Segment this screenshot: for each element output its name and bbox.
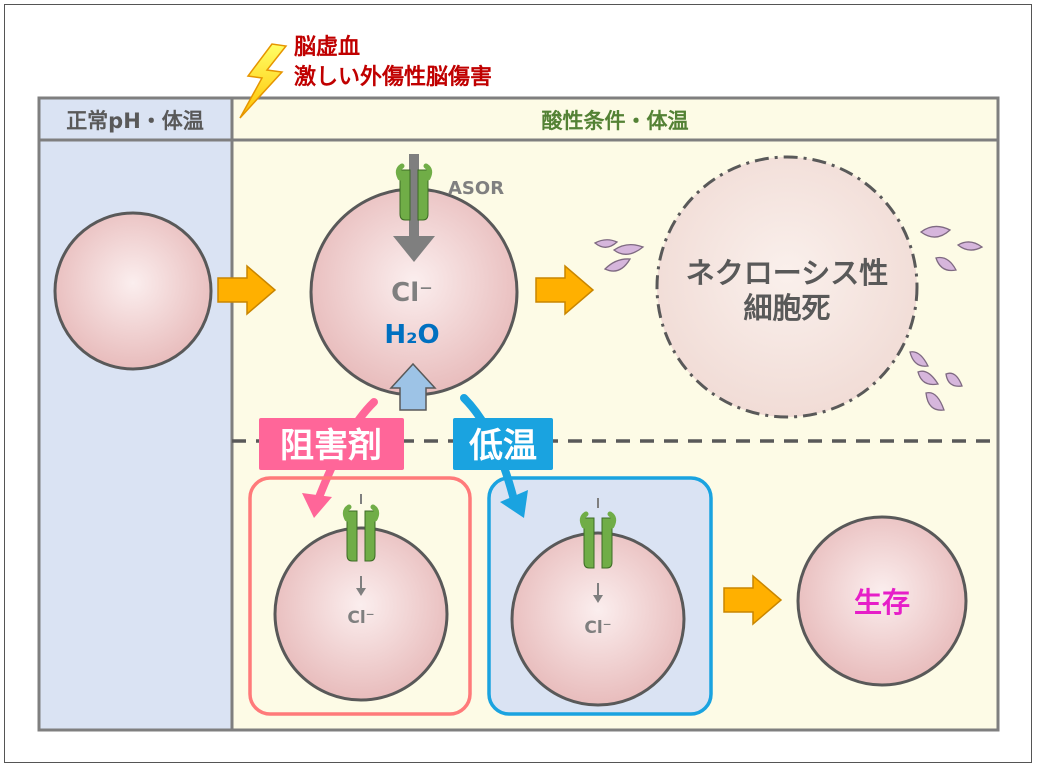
surviving-cell bbox=[796, 515, 968, 687]
arrow-right-icon bbox=[217, 264, 277, 316]
hypothermia-branch: 低温 Cl⁻ bbox=[453, 394, 713, 716]
chloride-label-cooled: Cl⁻ bbox=[584, 618, 611, 638]
necrosis-label-line2: 細胞死 bbox=[743, 291, 830, 325]
chloride-influx-arrow-shaft bbox=[409, 154, 419, 244]
chloride-influx-arrow-head bbox=[393, 236, 435, 262]
chloride-label-inhibited: Cl⁻ bbox=[347, 608, 374, 628]
survival-label: 生存 bbox=[854, 586, 910, 619]
hypothermia-label: 低温 bbox=[469, 426, 537, 466]
acidic-panel-title: 酸性条件・体温 bbox=[542, 109, 689, 133]
inhibited-cell bbox=[273, 526, 449, 702]
inhibitor-label: 阻害剤 bbox=[280, 426, 382, 466]
normal-cell bbox=[53, 211, 213, 371]
necrosis-label-line1: ネクローシス性 bbox=[686, 256, 888, 290]
chloride-label-main: Cl⁻ bbox=[391, 278, 433, 308]
trigger-text-line1: 脳虚血 bbox=[294, 34, 360, 60]
lightning-icon bbox=[239, 43, 288, 119]
arrow-right-icon bbox=[535, 264, 595, 316]
inhibitor-box bbox=[248, 476, 472, 716]
cooled-cell bbox=[510, 531, 686, 707]
trigger-text-line2: 激しい外傷性脳傷害 bbox=[294, 64, 492, 90]
normal-panel: 正常pH・体温 bbox=[37, 96, 234, 732]
inhibitor-branch: 阻害剤 Cl⁻ bbox=[248, 398, 472, 716]
necrotic-cell bbox=[655, 155, 919, 419]
hypothermia-label-box bbox=[453, 418, 553, 470]
water-influx-arrow bbox=[389, 362, 437, 411]
inhibitor-label-box bbox=[259, 418, 404, 470]
asor-label: ASOR bbox=[448, 178, 504, 199]
arrow-right-icon bbox=[723, 574, 783, 626]
normal-panel-title: 正常pH・体温 bbox=[66, 109, 204, 133]
water-label: H₂O bbox=[384, 320, 439, 350]
leakage-droplets bbox=[593, 225, 984, 411]
